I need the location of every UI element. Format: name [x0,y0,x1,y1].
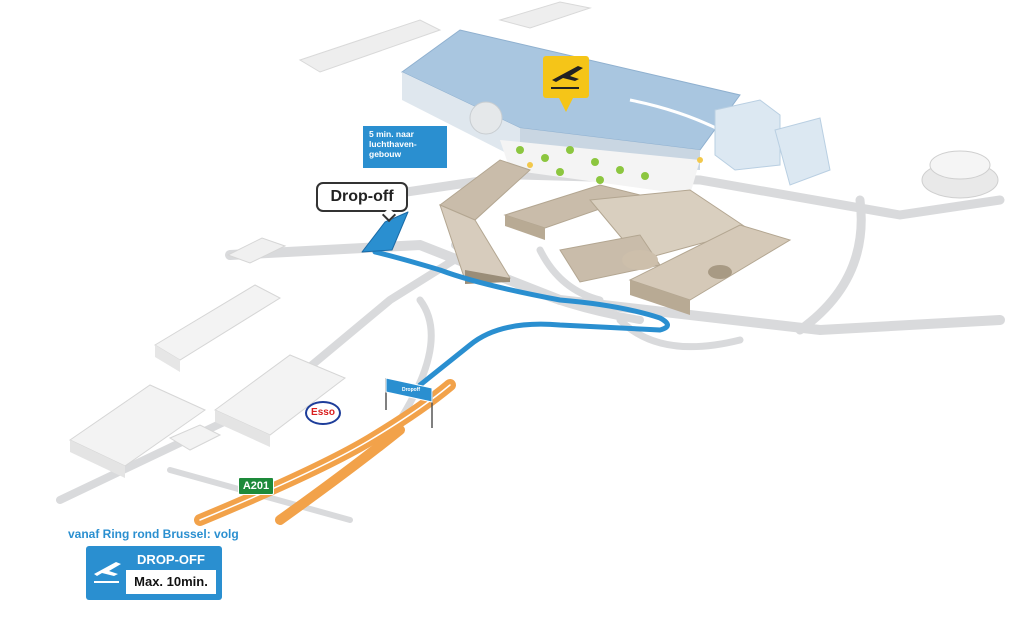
dropoff-zone [361,211,409,253]
departure-plane-icon [551,66,583,89]
departure-plane-icon [94,562,121,583]
forecourt-trees [500,140,703,195]
dropoff-sign: DROP-OFF Max. 10min. [86,546,222,600]
airport-pin [543,56,589,112]
walking-time-info: 5 min. naar luchthaven-gebouw [363,126,447,168]
gantry-sign [385,377,433,428]
road-shield-a201: A201 [238,477,274,495]
sign-line-2: Max. 10min. [126,570,216,594]
highway [194,379,456,526]
sign-line-1: DROP-OFF [137,552,205,567]
dropoff-callout: Drop-off [316,182,408,212]
walking-time-text: 5 min. naar luchthaven-gebouw [369,129,417,159]
parking-garages [439,159,792,315]
industrial-buildings [69,1,592,478]
dropoff-route [361,211,670,388]
fuel-station-logo: Esso [305,401,341,425]
follow-instruction: vanaf Ring rond Brussel: volg [68,527,239,541]
gantry-sign-label: Dropoff [401,387,421,393]
